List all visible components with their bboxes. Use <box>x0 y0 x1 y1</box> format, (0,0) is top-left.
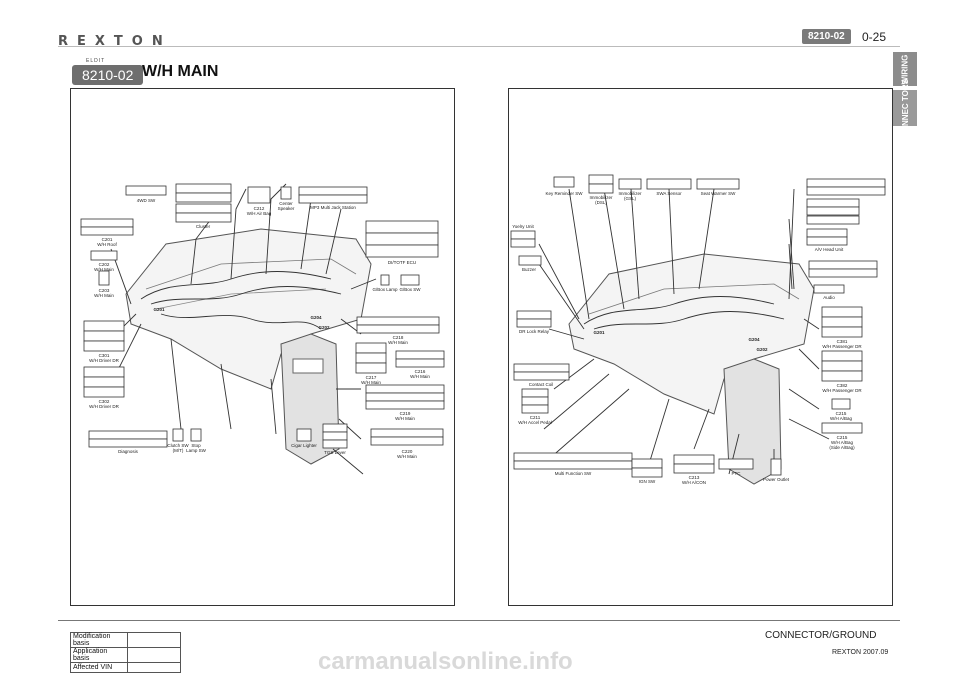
section-tag: ELDIT <box>86 58 106 64</box>
label-gbox-lamp: G/Box Lamp <box>372 287 398 292</box>
section-name: CONNECTOR/GROUND <box>765 630 877 641</box>
label-g202: G202 <box>756 347 768 352</box>
label-cluster: Cluster <box>196 224 211 229</box>
revision-value <box>127 662 181 673</box>
revision-label: Affected VIN <box>70 662 128 673</box>
label-g204: G204 <box>748 337 760 342</box>
label-immob-gsl: Immobilizer(GSL) <box>618 191 642 201</box>
model-date: REXTON 2007.09 <box>832 649 889 656</box>
label-g201: G201 <box>593 330 605 335</box>
label-gbox-sw: G/Box SW <box>399 287 421 292</box>
label-ign-sw: IGN SW <box>639 479 656 484</box>
footer-divider <box>58 620 900 621</box>
revision-label: Modification basis <box>70 632 128 648</box>
label-mp3: MP3 Multi Jack Station <box>310 205 356 210</box>
label-key-reminder: Key Reminder SW <box>545 191 583 196</box>
label-g202: G202 <box>318 325 330 330</box>
label-clutch-sw: Clutch SW(M/T) <box>167 443 189 453</box>
watermark: carmanualsonline.info <box>318 648 573 675</box>
label-tgs-lever: TGS Lever <box>324 450 346 455</box>
table-row: Application basis <box>70 647 181 663</box>
side-tab-connectors-label: CONNEC TORS <box>900 78 910 138</box>
revision-value <box>127 632 181 648</box>
label-dr-lock: DR Lock Relay <box>519 329 550 334</box>
revision-table: Modification basis Application basis Aff… <box>70 632 181 673</box>
header-divider <box>58 46 900 47</box>
label-di-ecu: DI/TOTF ECU <box>388 260 416 265</box>
right-wiring-diagram: Key Reminder SW Immobilizer(DSL) Immobil… <box>510 174 886 485</box>
table-row: Modification basis <box>70 632 181 648</box>
label-g204: G204 <box>310 315 322 320</box>
side-tab-wiring[interactable]: WIRING <box>893 52 917 86</box>
revision-value <box>127 647 181 663</box>
label-4wd-sw: 4WD SW <box>137 198 156 203</box>
label-diagnosis: Diagnosis <box>118 449 139 454</box>
label-immob-dsl: Immobilizer(DSL) <box>589 195 613 205</box>
label-multi-function: Multi Function SW <box>555 471 592 476</box>
label-swa-sensor: SWA Sensor <box>656 191 682 196</box>
section-title: W/H MAIN <box>142 63 219 80</box>
header-code-badge: 8210-02 <box>802 29 851 44</box>
label-ptc: PTC <box>732 471 742 476</box>
label-audio: Audio <box>823 295 835 300</box>
label-contact-coil: Contact Coil <box>529 382 554 387</box>
label-g201: G201 <box>153 307 165 312</box>
label-yoelry: Yoelry Unit <box>512 224 534 229</box>
label-cigar-lighter: Cigar Lighter <box>291 443 317 448</box>
page-number: 0-25 <box>862 30 887 44</box>
side-tab-connectors[interactable]: CONNEC TORS <box>893 79 917 137</box>
brand-logo: REXTON <box>58 34 172 49</box>
label-power-outlet: Power Outlet <box>763 477 790 482</box>
label-seat-warmer: Seat Warmer SW <box>701 191 737 196</box>
label-av-head: A/V Head Unit <box>815 247 844 252</box>
table-row: Affected VIN <box>70 662 181 673</box>
section-code-badge: 8210-02 <box>72 65 144 85</box>
right-diagram-panel: Key Reminder SW Immobilizer(DSL) Immobil… <box>508 88 893 606</box>
label-buzzer: Buzzer <box>522 267 537 272</box>
revision-label: Application basis <box>70 647 128 663</box>
